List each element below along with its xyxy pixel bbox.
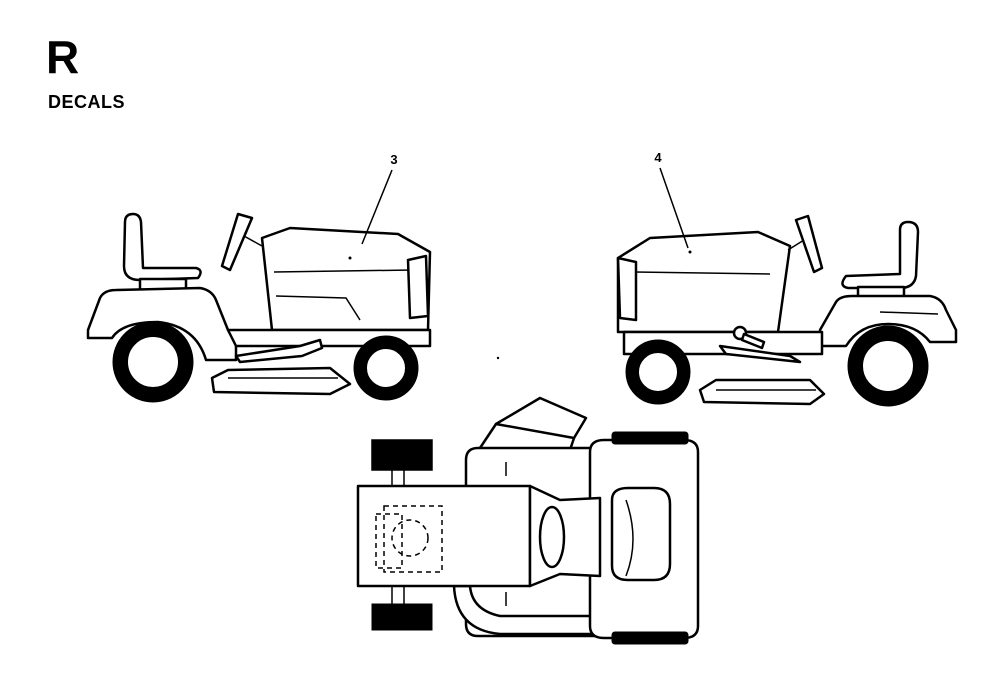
tractor-left-side-view xyxy=(86,212,432,403)
callout-4: 4 xyxy=(654,150,689,249)
callout-3: 3 xyxy=(361,152,398,245)
section-title: DECALS xyxy=(48,92,126,112)
tractor-right-side-view xyxy=(616,214,958,407)
leader-line-3 xyxy=(361,169,393,245)
section-letter: R xyxy=(46,31,80,83)
callout-4-label: 4 xyxy=(654,150,662,165)
callout-3-label: 3 xyxy=(390,152,397,167)
leader-line-4 xyxy=(659,167,689,249)
tractor-top-view xyxy=(356,396,700,645)
